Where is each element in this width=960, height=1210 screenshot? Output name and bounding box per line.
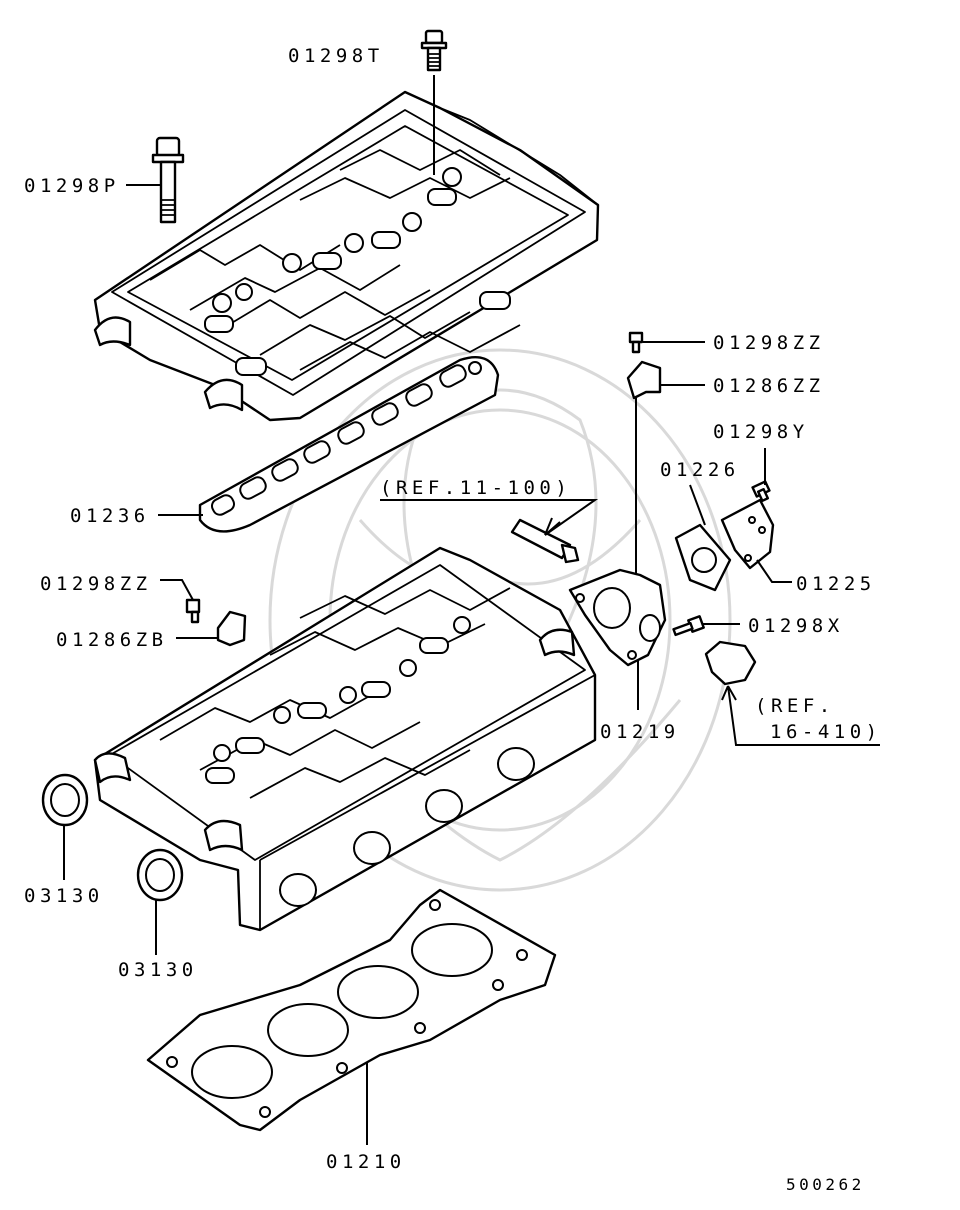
label-ref-11-100: (REF.11-100) [380,477,571,499]
label-01225: 01225 [796,573,876,595]
label-01298y: 01298Y [713,421,809,443]
ref-sensor-2-icon [704,640,757,686]
rocker-cover [93,90,600,422]
cover-01225 [720,498,775,570]
ref-sensor-icon [510,518,580,564]
figure-number: 500262 [786,1175,865,1194]
bolt-01298zz-upper-icon [628,331,644,354]
label-03130-left: 03130 [24,885,104,907]
label-01210: 01210 [326,1151,406,1173]
label-01298x: 01298X [748,615,844,637]
label-01219: 01219 [600,721,680,743]
bolt-01298zz-left-icon [185,598,201,624]
label-01298p: 01298P [24,175,120,197]
label-ref-16-410-line1: (REF. [755,695,835,717]
bolt-01298t-icon [420,29,448,72]
cylinder-head [93,546,597,932]
label-01236: 01236 [70,505,150,527]
label-01298zz-left: 01298ZZ [40,573,152,595]
label-01286zz: 01286ZZ [713,375,825,397]
bolt-01298p-icon [151,136,185,224]
label-ref-16-410-line2: 16-410) [770,721,882,743]
housing-01219 [568,568,667,667]
label-03130-right: 03130 [118,959,198,981]
head-gasket-01210 [146,888,557,1132]
bracket-01286zz-icon [626,360,662,400]
oil-seal-right-icon [136,848,184,902]
oil-seal-left-icon [41,773,89,827]
cover-gasket-01236 [198,355,500,533]
bracket-01286zb-icon [216,610,247,647]
label-01286zb: 01286ZB [56,629,168,651]
label-01226: 01226 [660,459,740,481]
label-01298t: 01298T [288,45,384,67]
bolt-01298y-icon [751,480,771,502]
label-01298zz-upper: 01298ZZ [713,332,825,354]
bolt-01298x-icon [672,615,705,637]
gasket-01226 [674,523,732,592]
